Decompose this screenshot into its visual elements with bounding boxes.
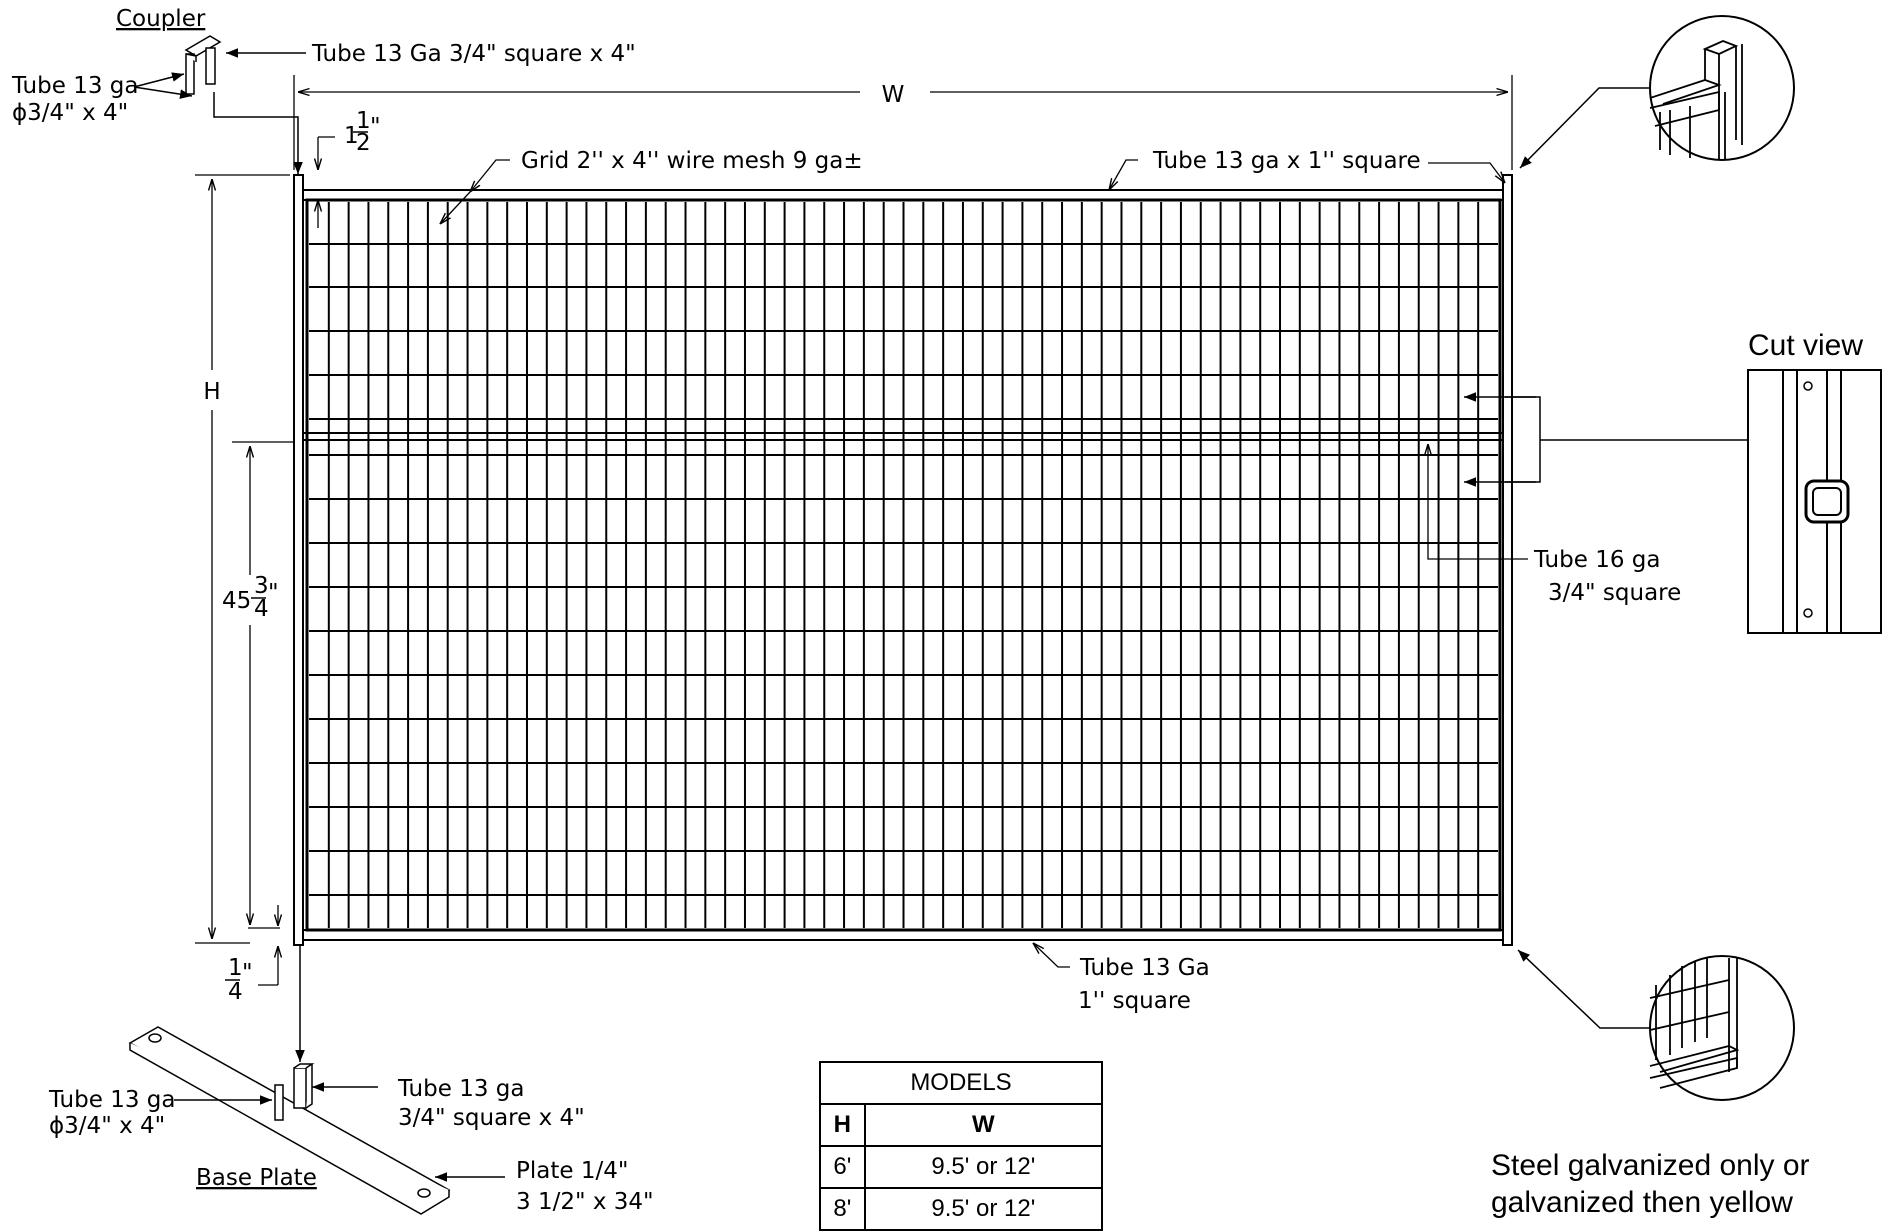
top-corner-icon — [1649, 40, 1743, 160]
mid-height-whole: 45 — [222, 588, 251, 614]
width-dimension: W — [293, 75, 1513, 170]
table-row: 6' 9.5' or 12' — [819, 1145, 1104, 1189]
base-plate-title: Base Plate — [196, 1165, 317, 1191]
left-post — [293, 174, 304, 946]
bottom-offset-dimension: 1 4 " — [225, 905, 278, 1005]
grid-label: Grid 2'' x 4'' wire mesh 9 ga± — [521, 148, 863, 174]
width-label: W — [882, 82, 905, 108]
bottom-offset-unit: " — [242, 960, 253, 986]
fence-panel — [293, 174, 1513, 946]
mid-tube-label-1: Tube 16 ga — [1533, 547, 1660, 573]
base-round-tube-label-2: ϕ3/4" x 4" — [49, 1113, 165, 1139]
cut-view-detail: Cut view — [1464, 329, 1882, 634]
plate-label-2: 3 1/2" x 34" — [516, 1189, 654, 1215]
mid-tube-callout: Tube 16 ga 3/4" square — [1428, 444, 1681, 606]
coupler-square-tube-label: Tube 13 Ga 3/4" square x 4" — [311, 41, 636, 67]
top-offset-numerator: 1 — [356, 108, 371, 134]
coupler-round-tube-label-1: Tube 13 ga — [11, 73, 138, 99]
coupler-round-tube-label-2: ϕ3/4" x 4" — [12, 100, 128, 126]
base-round-tube-label-1: Tube 13 ga — [48, 1087, 175, 1113]
mid-height-numerator: 3 — [254, 573, 269, 599]
models-title: MODELS — [819, 1061, 1103, 1105]
plate-label-1: Plate 1/4" — [516, 1158, 628, 1184]
grid-callout: Grid 2'' x 4'' wire mesh 9 ga± — [440, 148, 863, 224]
models-cell-w: 9.5' or 12' — [863, 1145, 1104, 1189]
models-table: MODELS H W 6' 9.5' or 12' 8' 9.5' or 12' — [819, 1061, 1104, 1231]
base-square-tube-label-1: Tube 13 ga — [397, 1076, 524, 1102]
top-offset-unit: " — [370, 114, 381, 140]
top-corner-detail — [1519, 15, 1795, 169]
bottom-corner-detail — [1517, 949, 1795, 1101]
wire-mesh — [309, 202, 1498, 928]
mid-tube-label-2: 3/4" square — [1548, 580, 1681, 606]
coupler-title: Coupler — [116, 6, 206, 32]
base-plate-detail: Tube 13 ga 3/4" square x 4" Tube 13 ga ϕ… — [48, 945, 654, 1215]
base-plate-icon — [128, 1026, 451, 1215]
mid-height-dimension: 45 3 4 " — [222, 441, 294, 929]
coupler-icon — [184, 35, 222, 95]
bottom-tube-label-1: Tube 13 Ga — [1079, 955, 1210, 981]
finish-note-line-2: galvanized then yellow — [1491, 1186, 1793, 1219]
models-cell-w: 9.5' or 12' — [863, 1187, 1104, 1231]
bottom-offset-numerator: 1 — [228, 955, 243, 981]
cut-view-title: Cut view — [1748, 329, 1863, 362]
top-tube-label: Tube 13 ga x 1'' square — [1152, 148, 1421, 174]
bottom-tube-callout: Tube 13 Ga 1'' square — [1033, 943, 1210, 1014]
bottom-tube-label-2: 1'' square — [1078, 988, 1191, 1014]
bottom-offset-denominator: 4 — [228, 979, 243, 1005]
inner-frame — [305, 198, 1502, 932]
right-post — [1502, 174, 1513, 946]
models-header-h: H — [819, 1103, 866, 1147]
height-label: H — [203, 379, 220, 405]
height-dimension: H — [195, 174, 290, 944]
table-row: 8' 9.5' or 12' — [819, 1187, 1104, 1231]
top-offset-denominator: 2 — [356, 130, 371, 156]
top-tube-callout: Tube 13 ga x 1'' square — [1109, 148, 1505, 190]
models-header-w: W — [863, 1103, 1104, 1147]
models-cell-h: 6' — [819, 1145, 866, 1189]
cut-view-icon — [1747, 369, 1882, 634]
bottom-corner-icon — [1649, 958, 1740, 1089]
coupler-detail: Coupler Tube 13 Ga 3/4" square x 4" Tube… — [11, 6, 636, 174]
finish-note-line-1: Steel galvanized only or — [1491, 1149, 1810, 1182]
top-offset-dimension: 1 1 2 " — [318, 108, 381, 228]
base-square-tube-label-2: 3/4" square x 4" — [398, 1105, 585, 1131]
mid-height-unit: " — [268, 580, 279, 606]
mid-height-denominator: 4 — [254, 596, 269, 622]
models-cell-h: 8' — [819, 1187, 866, 1231]
top-offset-whole: 1 — [344, 123, 359, 149]
